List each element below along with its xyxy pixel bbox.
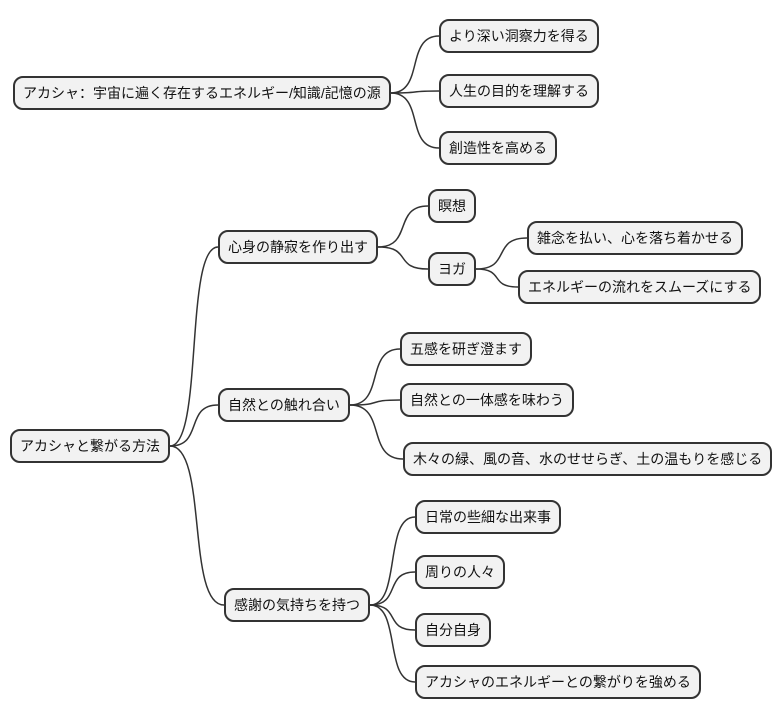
edge-connect_root-to-nature: [169, 404, 219, 447]
node-deeper-insight: より深い洞察力を得る: [439, 19, 599, 53]
node-contact-with-nature: 自然との触れ合い: [218, 388, 350, 422]
edge-connect_root-to-calm: [169, 246, 219, 447]
node-mind-body-calm: 心身の静寂を作り出す: [218, 230, 378, 264]
node-daily-small-events: 日常の些細な出来事: [415, 500, 561, 534]
node-strengthen-connection: アカシャのエネルギーとの繋がりを強める: [415, 665, 701, 699]
node-gratitude: 感謝の気持ちを持つ: [224, 588, 370, 622]
node-feel-nature-elements: 木々の緑、風の音、水のせせらぎ、土の温もりを感じる: [403, 442, 773, 476]
edge-gratitude-to-daily: [369, 516, 416, 606]
node-sharpen-senses: 五感を研ぎ澄ます: [400, 332, 532, 366]
edge-nature-to-nature_feel: [349, 404, 404, 460]
edge-akasha_root-to-creativity: [390, 92, 440, 149]
edge-calm-to-yoga: [377, 246, 429, 270]
node-oneness-with-nature: 自然との一体感を味わう: [400, 383, 574, 417]
edge-gratitude-to-people: [369, 571, 416, 606]
node-yoga: ヨガ: [428, 252, 476, 286]
edge-akasha_root-to-purpose: [390, 90, 440, 94]
node-smooth-energy-flow: エネルギーの流れをスムーズにする: [518, 270, 762, 304]
node-connect-methods-root: アカシャと繋がる方法: [10, 429, 170, 463]
edge-yoga-to-clear_mind: [475, 237, 528, 270]
edge-yoga-to-energy_flow: [475, 268, 519, 288]
node-life-purpose: 人生の目的を理解する: [439, 74, 599, 108]
edge-gratitude-to-self: [369, 604, 416, 631]
node-oneself: 自分自身: [415, 613, 491, 647]
edge-nature-to-oneness: [349, 399, 401, 406]
node-clear-distractions: 雑念を払い、心を落ち着かせる: [527, 221, 743, 255]
edge-connect_root-to-gratitude: [169, 445, 225, 606]
edge-gratitude-to-strengthen: [369, 604, 416, 683]
node-creativity: 創造性を高める: [439, 131, 557, 165]
node-meditation: 瞑想: [428, 189, 476, 223]
edge-nature-to-senses: [349, 348, 401, 406]
edge-akasha_root-to-insight: [390, 35, 440, 94]
node-akasha-root: アカシャ：宇宙に遍く存在するエネルギー/知識/記憶の源: [13, 76, 391, 110]
edge-calm-to-meditation: [377, 205, 429, 248]
node-people-around: 周りの人々: [415, 555, 505, 589]
